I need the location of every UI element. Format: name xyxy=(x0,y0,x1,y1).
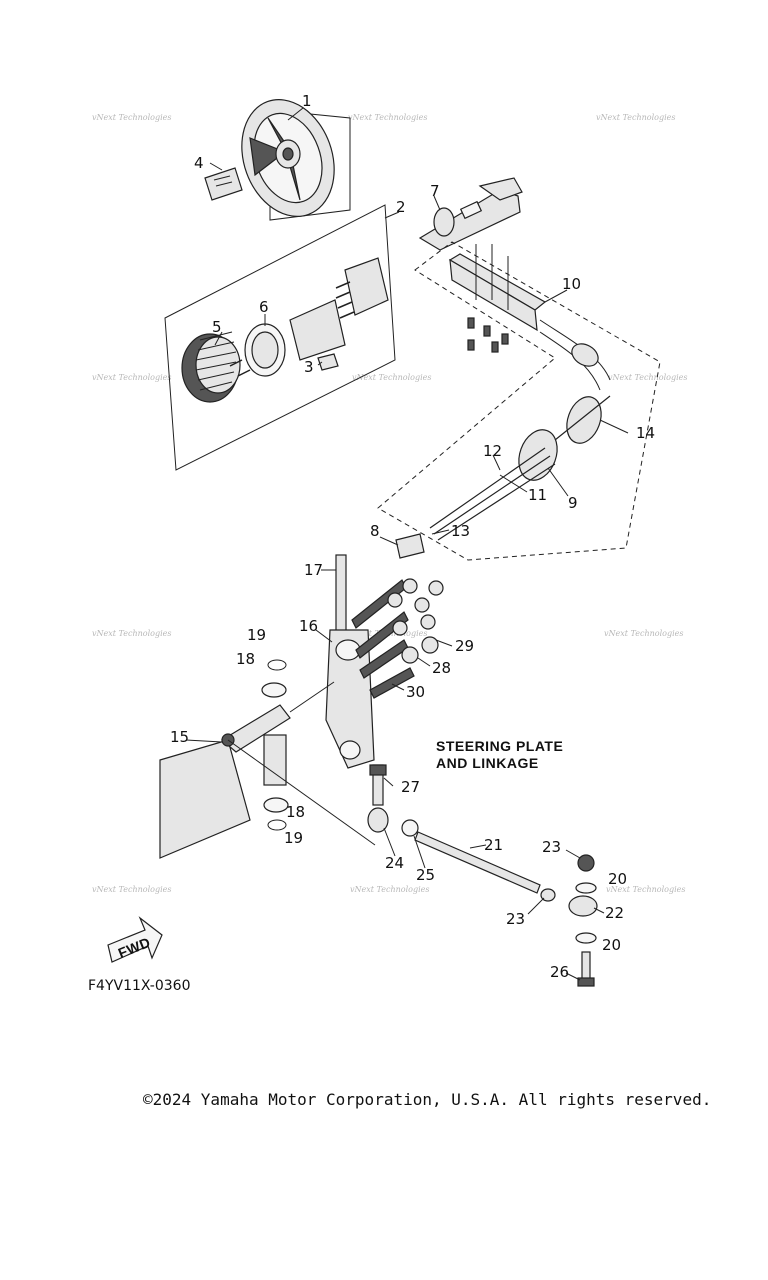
callout-27: 27 xyxy=(401,778,420,796)
callout-11: 11 xyxy=(528,486,547,504)
callout-20: 20 xyxy=(608,870,627,888)
callout-23: 23 xyxy=(542,838,561,856)
cable-assembly xyxy=(377,241,661,561)
watermark: vNext Technologies xyxy=(348,113,427,122)
callout-17: 17 xyxy=(304,561,323,579)
callout-29: 29 xyxy=(455,637,474,655)
watermark: vNext Technologies xyxy=(352,373,431,382)
watermark: vNext Technologies xyxy=(350,885,429,894)
callout-18: 18 xyxy=(286,803,305,821)
callout-26: 26 xyxy=(550,963,569,981)
callout-16: 16 xyxy=(299,617,318,635)
callout-19: 19 xyxy=(247,626,266,644)
callout-25: 25 xyxy=(416,866,435,884)
watermark: vNext Technologies xyxy=(92,113,171,122)
callout-13: 13 xyxy=(451,522,470,540)
callouts: 1 2 3 4 5 6 7 8 9 10 11 12 13 14 15 16 1… xyxy=(170,92,655,981)
diagram-title-line1: STEERING PLATE xyxy=(436,738,563,754)
callout-6: 6 xyxy=(259,298,269,316)
linkage-rod xyxy=(367,764,598,987)
steering-plate-assembly xyxy=(325,554,444,769)
callout-1: 1 xyxy=(302,92,312,110)
leader-lines xyxy=(185,107,629,981)
callout-19: 19 xyxy=(284,829,303,847)
callout-4: 4 xyxy=(194,154,204,172)
callout-23: 23 xyxy=(506,910,525,928)
steering-wheel xyxy=(241,99,351,221)
callout-22: 22 xyxy=(605,904,624,922)
fwd-arrow-icon: FWD xyxy=(107,916,163,963)
callout-20: 20 xyxy=(602,936,621,954)
callout-21: 21 xyxy=(484,836,503,854)
watermark: vNext Technologies xyxy=(92,885,171,894)
steering-plate xyxy=(159,659,376,859)
copyright-notice: ©2024 Yamaha Motor Corporation, U.S.A. A… xyxy=(143,1090,711,1109)
callout-30: 30 xyxy=(406,683,425,701)
callout-24: 24 xyxy=(385,854,404,872)
callout-3: 3 xyxy=(304,358,314,376)
callout-12: 12 xyxy=(483,442,502,460)
watermark: vNext Technologies xyxy=(608,373,687,382)
callout-10: 10 xyxy=(562,275,581,293)
watermark: vNext Technologies xyxy=(92,629,171,638)
callout-2: 2 xyxy=(396,198,406,216)
callout-7: 7 xyxy=(430,182,440,200)
callout-28: 28 xyxy=(432,659,451,677)
callout-15: 15 xyxy=(170,728,189,746)
callout-9: 9 xyxy=(568,494,578,512)
fwd-label: FWD xyxy=(116,934,153,961)
diagram-title-line2: AND LINKAGE xyxy=(436,755,539,771)
nameplate-part xyxy=(204,167,243,201)
callout-14: 14 xyxy=(636,424,655,442)
callout-5: 5 xyxy=(212,318,222,336)
steering-helm xyxy=(418,177,523,251)
callout-8: 8 xyxy=(370,522,380,540)
diagram-code: F4YV11X-0360 xyxy=(88,978,190,994)
watermark: vNext Technologies xyxy=(92,373,171,382)
callout-18: 18 xyxy=(236,650,255,668)
watermark: vNext Technologies xyxy=(596,113,675,122)
hub-assembly xyxy=(164,204,396,471)
watermark: vNext Technologies xyxy=(606,885,685,894)
watermark: vNext Technologies xyxy=(604,629,683,638)
